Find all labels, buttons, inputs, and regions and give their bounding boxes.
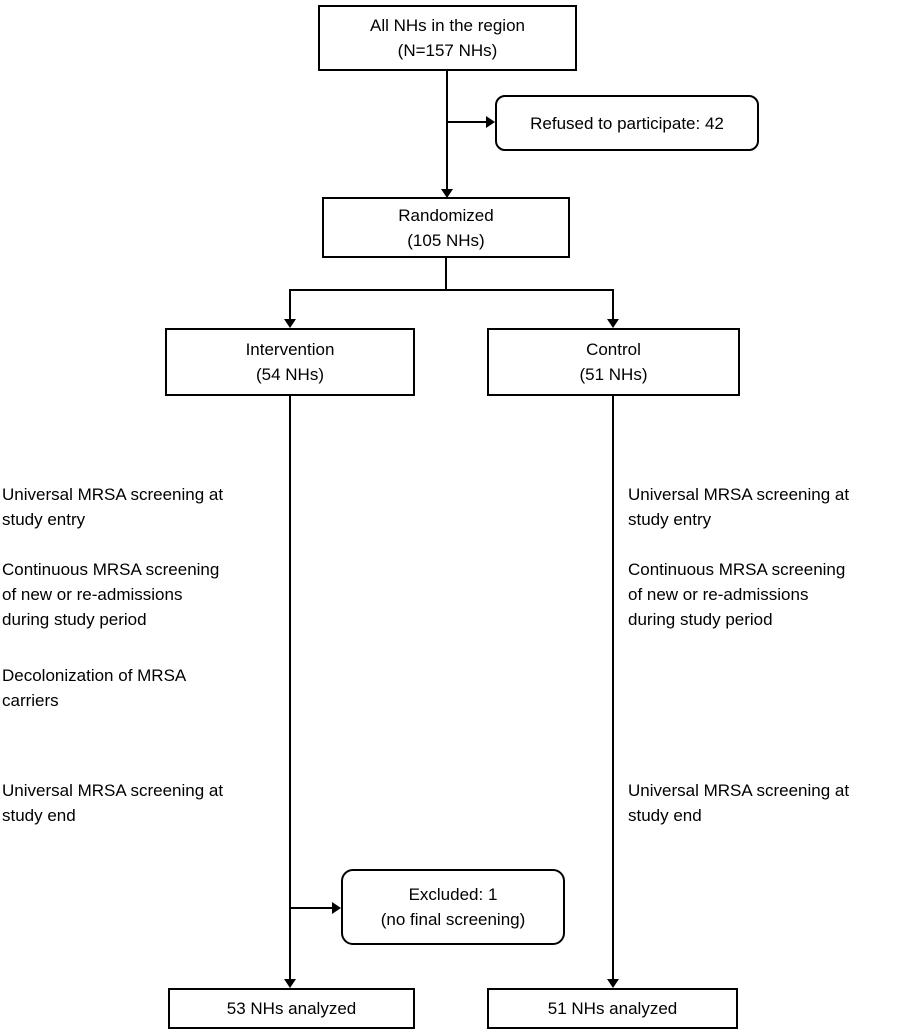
connector-split-intervention (289, 289, 291, 320)
arrowhead-down-icon (441, 189, 453, 198)
connector-refused-branch (446, 121, 486, 123)
arrowhead-down-icon (607, 319, 619, 328)
connector-split-control (612, 289, 614, 320)
arrowhead-right-icon (332, 902, 341, 914)
connector-randomized-split (445, 258, 447, 291)
arrowhead-down-icon (607, 979, 619, 988)
connector-excluded-branch (290, 907, 332, 909)
connector-control-analyzed (612, 396, 614, 980)
connector-intervention-analyzed (289, 396, 291, 980)
annotation-intervention-screening-end: Universal MRSA screening at study end (2, 781, 224, 825)
annotation-intervention-continuous-screening: Continuous MRSA screening of new or re-a… (2, 560, 220, 629)
control-box: Control (51 NHs) (487, 328, 740, 396)
annotation-intervention-decolonization: Decolonization of MRSA carriers (2, 666, 187, 710)
connector-split-horizontal (289, 289, 614, 291)
annotation-intervention-screening-entry: Universal MRSA screening at study entry (2, 485, 224, 529)
annotation-control-continuous-screening: Continuous MRSA screening of new or re-a… (628, 560, 846, 629)
arrowhead-right-icon (486, 116, 495, 128)
annotation-control-screening-entry: Universal MRSA screening at study entry (628, 485, 850, 529)
arrowhead-down-icon (284, 319, 296, 328)
intervention-box: Intervention (54 NHs) (165, 328, 415, 396)
annotation-control-screening-end: Universal MRSA screening at study end (628, 781, 850, 825)
refused-to-participate-box: Refused to participate: 42 (495, 95, 759, 151)
all-nhs-box: All NHs in the region (N=157 NHs) (318, 5, 577, 71)
intervention-analyzed-box: 53 NHs analyzed (168, 988, 415, 1029)
excluded-box: Excluded: 1 (no final screening) (341, 869, 565, 945)
control-analyzed-box: 51 NHs analyzed (487, 988, 738, 1029)
randomized-box: Randomized (105 NHs) (322, 197, 570, 258)
arrowhead-down-icon (284, 979, 296, 988)
connector-allnhs-randomized (446, 71, 448, 190)
